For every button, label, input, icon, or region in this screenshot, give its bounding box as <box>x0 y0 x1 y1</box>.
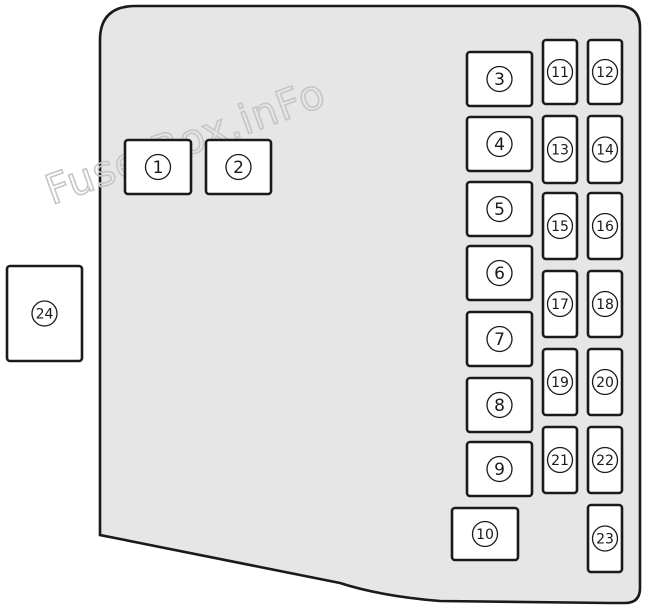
fuse-number-circle <box>486 259 513 287</box>
fuse-number-label: 6 <box>494 264 505 284</box>
fuse-slot <box>450 506 520 562</box>
fuse-number-circle <box>546 446 574 474</box>
fuse-number-circle <box>486 130 513 158</box>
fuse-slot <box>204 138 273 196</box>
fuse-number-circle <box>471 520 499 548</box>
fuse-slot <box>541 347 579 417</box>
fuse-8: 8 <box>465 376 534 434</box>
fuse-slot <box>465 244 534 302</box>
fuse-slot <box>541 191 579 261</box>
fuse-slot <box>465 180 534 238</box>
fuse-number-circle <box>546 290 574 318</box>
fuse-slot <box>465 115 534 173</box>
fuse-12: 12 <box>586 38 624 106</box>
fuse-number-circle <box>591 212 619 240</box>
fuse-number-circle <box>486 195 513 223</box>
fuse-2: 2 <box>204 138 273 196</box>
fuse-slot <box>541 114 579 185</box>
fuse-number-circle <box>144 153 172 181</box>
fuse-slot <box>586 503 624 574</box>
fuse-number-circle <box>591 525 619 552</box>
fuse-number-label: 22 <box>596 453 614 469</box>
fuse-number-circle <box>546 368 574 396</box>
fuse-number-circle <box>486 455 513 483</box>
fuse-slot <box>586 425 624 495</box>
fuse-number-circle <box>546 58 574 86</box>
fuse-19: 19 <box>541 347 579 417</box>
fuse-number-label: 18 <box>596 297 614 313</box>
fuse-slot <box>123 138 193 196</box>
fuse-11: 11 <box>541 38 579 106</box>
fuse-slot <box>586 347 624 417</box>
fuse-number-circle <box>31 300 58 327</box>
fuse-number-label: 10 <box>476 527 494 543</box>
fuse-number-circle <box>546 212 574 240</box>
fuse-number-circle <box>546 136 574 163</box>
fuse-number-label: 21 <box>551 453 569 469</box>
fuse-20: 20 <box>586 347 624 417</box>
fuse-number-label: 17 <box>551 297 569 313</box>
fuse-number-label: 7 <box>494 330 505 350</box>
fuse-14: 14 <box>586 114 624 185</box>
fuse-number-label: 12 <box>596 65 614 81</box>
fuse-number-circle <box>591 368 619 396</box>
fuse-slot <box>586 269 624 339</box>
fuse-number-circle <box>486 65 513 93</box>
fuse-9: 9 <box>465 440 534 498</box>
fuse-number-circle <box>486 325 513 353</box>
fuse-1: 1 <box>123 138 193 196</box>
fuse-slot <box>465 310 534 368</box>
fuse-23: 23 <box>586 503 624 574</box>
fuse-slot <box>465 50 534 108</box>
fuse-number-label: 23 <box>596 532 614 548</box>
fuse-slot <box>541 269 579 339</box>
fuse-6: 6 <box>465 244 534 302</box>
fuse-slot <box>5 264 84 363</box>
fuse-3: 3 <box>465 50 534 108</box>
fuse-number-circle <box>591 290 619 318</box>
fuse-5: 5 <box>465 180 534 238</box>
fuse-number-label: 3 <box>494 70 505 90</box>
fuse-number-circle <box>591 446 619 474</box>
fuse-number-circle <box>591 58 619 86</box>
fuse-15: 15 <box>541 191 579 261</box>
fuse-slot <box>465 376 534 434</box>
fuse-number-label: 15 <box>551 219 569 235</box>
fuse-number-label: 14 <box>596 143 614 159</box>
fuse-number-label: 13 <box>551 143 569 159</box>
fuse-slot <box>586 38 624 106</box>
fuse-21: 21 <box>541 425 579 495</box>
fuse-slot <box>586 114 624 185</box>
fuse-16: 16 <box>586 191 624 261</box>
fuse-number-label: 11 <box>551 65 569 81</box>
fuse-number-label: 2 <box>233 158 244 178</box>
fuse-number-label: 19 <box>551 375 569 391</box>
fuse-number-label: 9 <box>494 460 505 480</box>
fuse-slot <box>541 38 579 106</box>
fuse-number-label: 1 <box>153 158 164 178</box>
fuse-slot <box>465 440 534 498</box>
fuse-slot <box>541 425 579 495</box>
fuse-number-label: 8 <box>494 396 505 416</box>
fuse-4: 4 <box>465 115 534 173</box>
fuse-10: 10 <box>450 506 520 562</box>
fuse-number-label: 24 <box>36 307 54 323</box>
fuse-number-label: 20 <box>596 375 614 391</box>
fuse-number-label: 16 <box>596 219 614 235</box>
fuse-13: 13 <box>541 114 579 185</box>
fuse-slot <box>586 191 624 261</box>
fuse-number-circle <box>225 153 252 181</box>
fuse-22: 22 <box>586 425 624 495</box>
fuse-24: 24 <box>5 264 84 363</box>
fuse-17: 17 <box>541 269 579 339</box>
fuse-18: 18 <box>586 269 624 339</box>
fuse-number-label: 5 <box>494 200 505 220</box>
fuse-number-circle <box>486 391 513 419</box>
fuse-number-circle <box>591 136 619 163</box>
fuse-number-label: 4 <box>494 135 505 155</box>
fuse-7: 7 <box>465 310 534 368</box>
